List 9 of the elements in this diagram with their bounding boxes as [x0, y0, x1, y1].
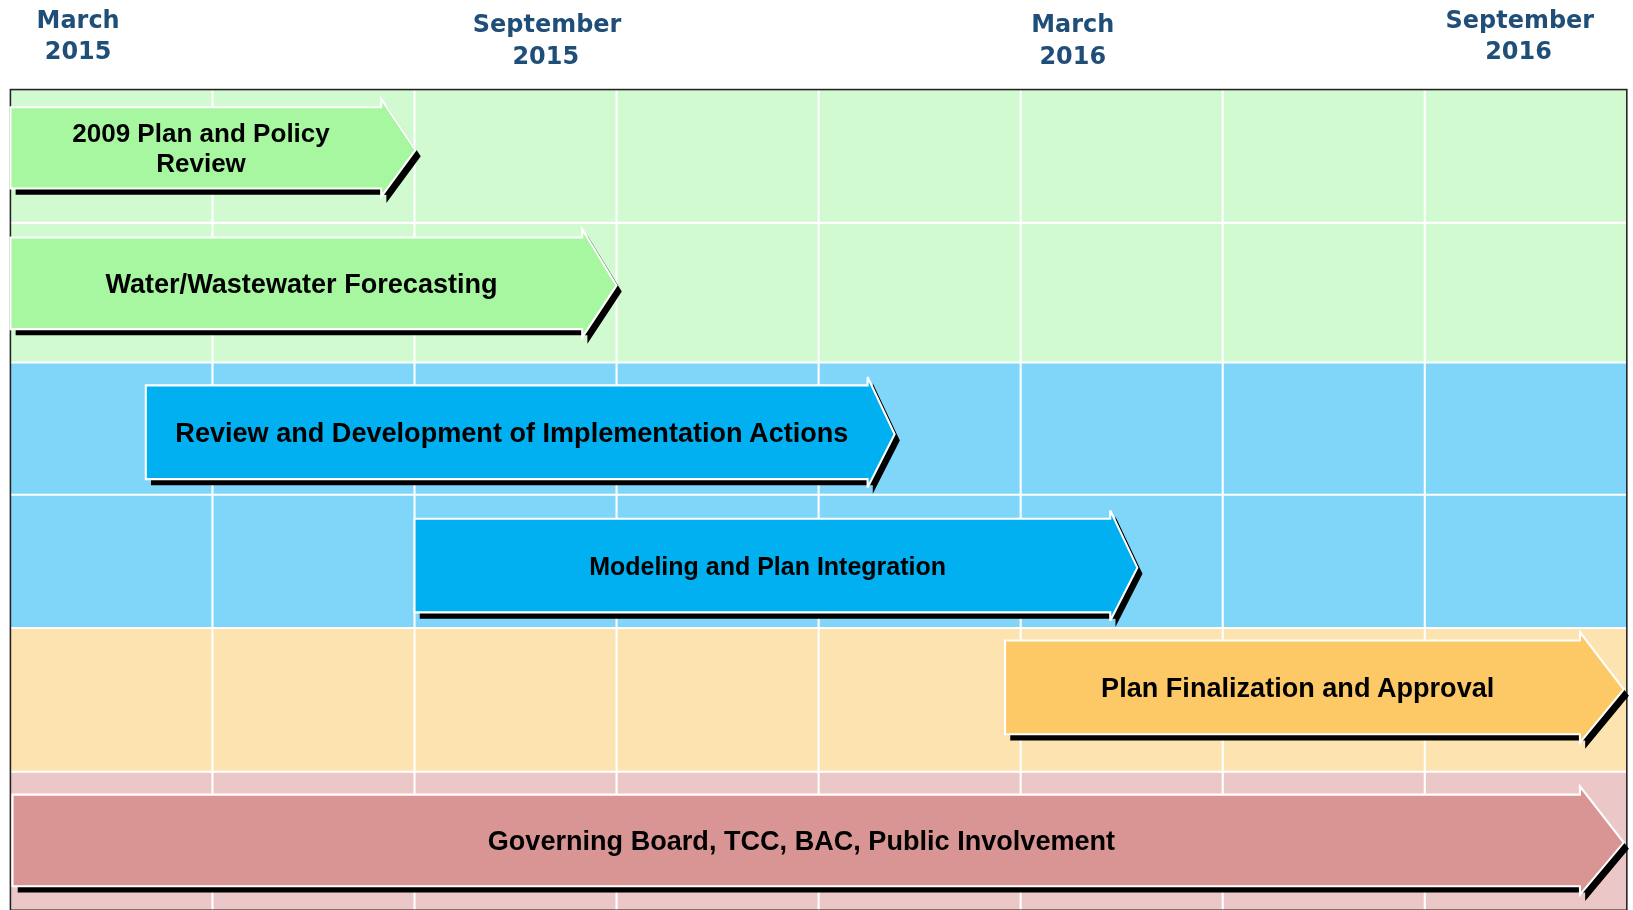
task-label: Modeling and Plan Integration	[589, 550, 946, 581]
task-label: Water/Wastewater Forecasting	[105, 268, 498, 299]
date-heading: March 2015	[35, 5, 121, 67]
task-label: Review and Development of Implementation Actions	[175, 417, 849, 448]
task-label: Plan Finalization and Approval	[1101, 672, 1495, 703]
task-label: 2009 Plan and Policy Review	[71, 117, 331, 179]
date-heading: September 2016	[1445, 5, 1592, 67]
date-heading: March 2016	[1030, 9, 1116, 71]
task-label: Governing Board, TCC, BAC, Public Involvement	[487, 825, 1116, 856]
